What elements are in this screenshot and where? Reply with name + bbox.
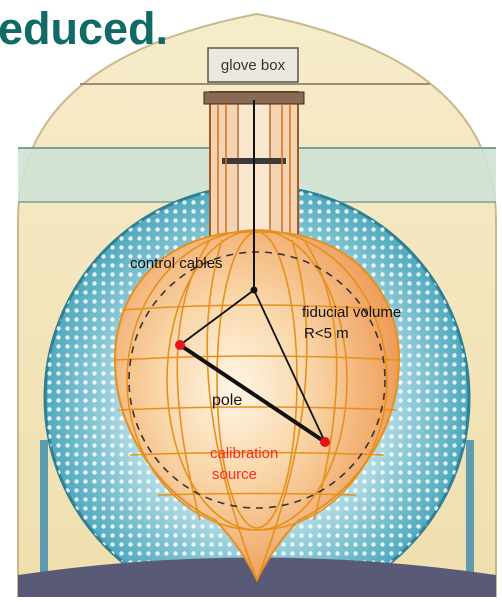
fiducial-volume-label: fiducial volume xyxy=(302,304,401,321)
glove-box-label: glove box xyxy=(221,57,286,74)
page-heading-fragment: educed. xyxy=(0,3,168,54)
source-dot-left xyxy=(175,340,185,350)
control-cables-label: control cables xyxy=(130,255,223,272)
calibration-label-line1: calibration xyxy=(210,445,278,462)
source-dot-right xyxy=(320,437,330,447)
calibration-label-line2: source xyxy=(212,466,257,483)
support-leg-left xyxy=(40,440,48,590)
support-leg-right xyxy=(466,440,474,590)
radius-label: R<5 m xyxy=(304,325,349,342)
pole-label: pole xyxy=(212,392,242,409)
